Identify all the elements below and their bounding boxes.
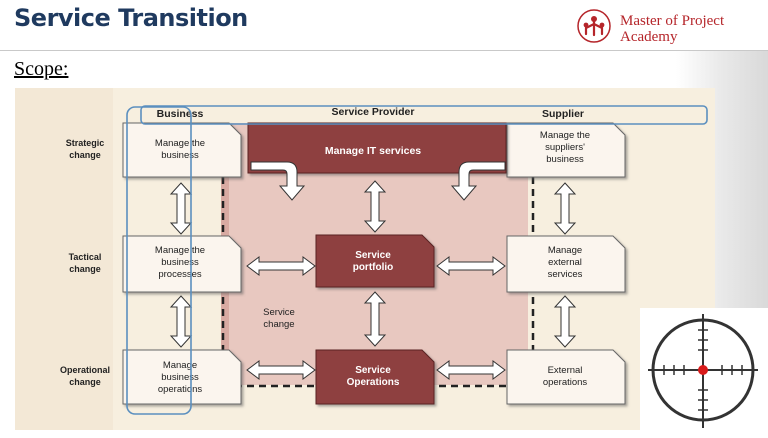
row-label-operational-line2: change	[69, 377, 101, 387]
provider-service-change-label: Service change	[263, 307, 295, 330]
supplier-box-tactical-line3: services	[548, 269, 583, 280]
brand-name-line1: Master of Project	[620, 13, 725, 29]
curved-arrow-left	[250, 161, 306, 201]
double-arrow-provider-lower	[363, 291, 387, 347]
business-box-strategic-line1: Manage the	[155, 138, 205, 149]
row-label-strategic-line2: change	[69, 150, 101, 160]
slide-title: Service Transition	[14, 4, 248, 32]
double-arrow-business-upper	[169, 182, 193, 235]
business-box-tactical-line2: business	[161, 257, 199, 268]
supplier-box-strategic-line3: business	[546, 154, 584, 165]
supplier-box-tactical-line1: Manage	[548, 245, 582, 256]
crosshair-icon	[648, 314, 758, 428]
supplier-box-operational: External operations	[506, 349, 626, 405]
double-arrow-supplier-lower	[553, 295, 577, 348]
business-box-tactical: Manage the business processes	[122, 235, 242, 293]
brand-logo: Master of Project Academy	[576, 8, 766, 48]
provider-box-portfolio-line1: Service	[355, 250, 391, 261]
brand-name-line2: Academy	[620, 29, 678, 45]
supplier-box-tactical-line2: external	[548, 257, 582, 268]
supplier-box-operational-line1: External	[548, 365, 583, 376]
business-box-strategic-line2: business	[161, 150, 199, 161]
row-label-strategic-line1: Strategic	[66, 138, 105, 148]
business-box-tactical-line3: processes	[158, 269, 202, 280]
header-row-highlight	[140, 105, 708, 125]
supplier-box-strategic-line1: Manage the	[540, 130, 590, 141]
supplier-box-tactical: Manage external services	[506, 235, 626, 293]
person-network-icon	[577, 9, 611, 43]
row-label-operational: Operational change	[60, 365, 110, 387]
row-label-operational-line1: Operational	[60, 365, 110, 375]
row-label-strategic: Strategic change	[66, 138, 105, 160]
supplier-box-strategic: Manage the suppliers' business	[506, 122, 626, 178]
business-column-highlight	[126, 106, 192, 415]
row-label-tactical-line2: change	[69, 264, 101, 274]
double-arrow-operational-left	[246, 360, 316, 380]
row-labels-background	[15, 88, 113, 430]
business-box-operational: Manage business operations	[122, 349, 242, 405]
service-transition-diagram: Business Service Provider Supplier Strat…	[15, 88, 715, 430]
provider-box-portfolio-line2: portfolio	[353, 262, 394, 273]
double-arrow-provider-upper	[363, 180, 387, 233]
provider-box-operations-line1: Service	[355, 365, 391, 376]
double-arrow-tactical-left	[246, 256, 316, 276]
column-header-provider: Service Provider	[332, 106, 415, 118]
supplier-box-strategic-line2: suppliers'	[545, 142, 585, 153]
double-arrow-tactical-right	[436, 256, 506, 276]
supplier-box-operational-line2: operations	[543, 377, 588, 388]
vertical-arrows	[169, 180, 577, 348]
title-bar: Service Transition Master of Project Aca…	[0, 0, 768, 51]
scope-label: Scope:	[14, 58, 69, 80]
service-change-line1: Service	[263, 307, 295, 318]
curved-arrow-right	[450, 161, 506, 201]
double-arrow-business-lower	[169, 295, 193, 348]
row-label-tactical: Tactical change	[69, 252, 102, 274]
brand-name: Master of Project Academy	[620, 13, 724, 45]
business-box-operational-line3: operations	[158, 384, 203, 395]
provider-box-operations-line2: Operations	[347, 377, 400, 388]
business-box-strategic: Manage the business	[122, 122, 242, 178]
column-header-supplier: Supplier	[542, 108, 584, 120]
provider-box-it-services-label: Manage IT services	[325, 145, 421, 157]
business-box-operational-line2: business	[161, 372, 199, 383]
horizontal-arrows	[246, 256, 506, 380]
provider-box-portfolio: Service portfolio	[315, 234, 435, 288]
service-change-line2: change	[263, 319, 294, 330]
provider-box-operations: Service Operations	[315, 349, 435, 405]
business-box-operational-line1: Manage	[163, 360, 197, 371]
target-panel	[640, 308, 768, 438]
double-arrow-supplier-upper	[553, 182, 577, 235]
business-box-tactical-line1: Manage the	[155, 245, 205, 256]
double-arrow-operational-right	[436, 360, 506, 380]
row-label-tactical-line1: Tactical	[69, 252, 102, 262]
column-header-business: Business	[157, 108, 204, 120]
